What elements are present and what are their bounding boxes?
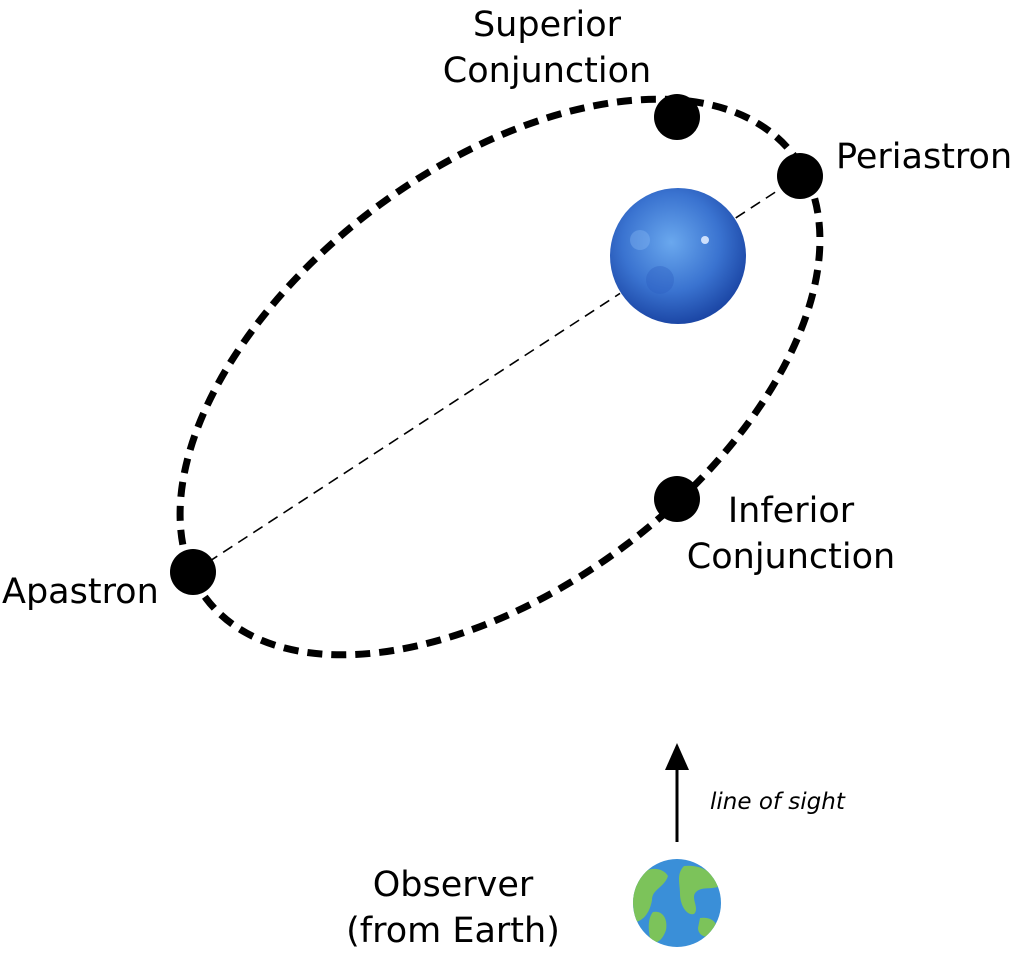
apastron-label: Apastron [2, 572, 159, 612]
inferior-conjunction-line1: Inferior [727, 491, 855, 531]
observer-line2: (from Earth) [346, 911, 560, 951]
inferior-conjunction-label: Inferior Conjunction [680, 488, 902, 580]
blue-star-icon [609, 187, 747, 325]
superior-conjunction-line2: Conjunction [442, 51, 652, 91]
periastron-marker [777, 153, 823, 199]
superior-conjunction-label: Superior Conjunction [437, 2, 657, 94]
observer-label: Observer (from Earth) [338, 862, 568, 954]
observer-line1: Observer [372, 865, 534, 905]
apastron-marker [170, 549, 216, 595]
line-of-sight-arrow [665, 743, 689, 842]
earth-globe-icon [633, 859, 721, 947]
line-of-sight-label: line of sight [710, 789, 845, 815]
inferior-conjunction-marker [654, 476, 700, 522]
superior-conjunction-marker [654, 94, 700, 140]
orbit-path [176, 95, 824, 659]
superior-conjunction-line1: Superior [472, 5, 622, 45]
periastron-label: Periastron [836, 137, 1013, 177]
inferior-conjunction-line2: Conjunction [686, 537, 896, 577]
